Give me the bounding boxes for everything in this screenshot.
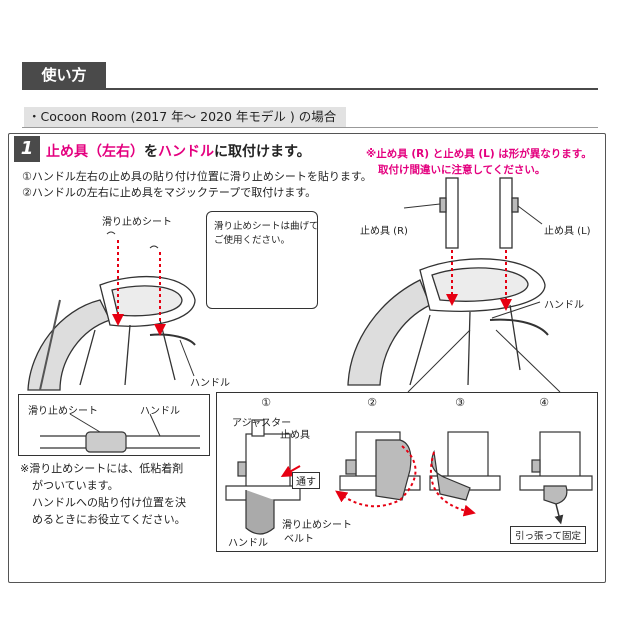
bottom-note-line-1: ※滑り止めシートには、低粘着剤 bbox=[20, 462, 184, 475]
label-pass-through: 通す bbox=[292, 472, 320, 489]
step-number-3: ③ bbox=[455, 396, 465, 409]
left-seat-illustration bbox=[27, 275, 196, 391]
warning-line-1: ※止め具 (R) と止め具 (L) は形が異なります。 bbox=[366, 148, 592, 160]
step-number-1: ① bbox=[261, 396, 271, 409]
step-number-4: ④ bbox=[539, 396, 549, 409]
header-rule bbox=[22, 88, 598, 90]
bottom-note-line-3: ハンドルへの貼り付け位置を決 bbox=[32, 496, 186, 509]
bottom-note-line-4: めるときにお役立てください。 bbox=[32, 513, 186, 526]
label-anti-slip-sheet-sub: 滑り止めシート bbox=[28, 406, 98, 417]
heading-attach: に取付けます。 bbox=[214, 144, 311, 160]
label-adjuster: アジャスター bbox=[232, 418, 292, 429]
heading-stoppers: 止め具（左右） bbox=[46, 144, 144, 160]
step-frame bbox=[8, 133, 606, 583]
heading-wo: を bbox=[144, 144, 158, 160]
label-stopper-r: 止め具 (R) bbox=[360, 226, 408, 237]
label-stopper: 止め具 bbox=[280, 430, 310, 441]
label-anti-slip-sheet-top: 滑り止めシート bbox=[102, 217, 172, 228]
label-stopper-l: 止め具 (L) bbox=[544, 226, 591, 237]
bottom-note-line-2: がついています。 bbox=[32, 479, 119, 492]
model-rule bbox=[22, 127, 598, 128]
label-belt: ベルト bbox=[284, 534, 314, 545]
bottom-note: ※滑り止めシートには、低粘着剤 がついています。 ハンドルへの貼り付け位置を決 … bbox=[20, 460, 186, 528]
label-handle-sub: ハンドル bbox=[140, 406, 180, 417]
inset-note: 滑り止めシートは曲げて ご使用ください。 bbox=[214, 220, 319, 248]
label-handle-left: ハンドル bbox=[190, 378, 230, 389]
section-title: 使い方 bbox=[22, 62, 106, 88]
step-number: 1 bbox=[14, 136, 40, 162]
warning-line-2: 取付け間違いに注意してください。 bbox=[378, 164, 546, 176]
step-number-2: ② bbox=[367, 396, 377, 409]
right-seat-illustration bbox=[347, 177, 549, 386]
label-pull-fix: 引っ張って固定 bbox=[510, 526, 587, 544]
instruction-2: ②ハンドルの左右に止め具をマジックテープで取付けます。 bbox=[22, 186, 317, 199]
step-heading: 止め具（左右）をハンドルに取付けます。 bbox=[46, 141, 311, 161]
instruction-1: ①ハンドル左右の止め具の貼り付け位置に滑り止めシートを貼ります。 bbox=[22, 170, 372, 183]
inset-box bbox=[206, 211, 318, 309]
model-label: ・Cocoon Room (2017 年～ 2020 年モデル ) の場合 bbox=[24, 107, 346, 127]
label-handle-right: ハンドル bbox=[544, 300, 584, 311]
heading-handle: ハンドル bbox=[158, 144, 214, 160]
inset-note-line-2: ご使用ください。 bbox=[214, 235, 291, 246]
label-handle-detail: ハンドル bbox=[228, 538, 268, 549]
label-anti-slip-sheet-detail: 滑り止めシート bbox=[282, 520, 352, 531]
inset-note-line-1: 滑り止めシートは曲げて bbox=[214, 221, 319, 232]
